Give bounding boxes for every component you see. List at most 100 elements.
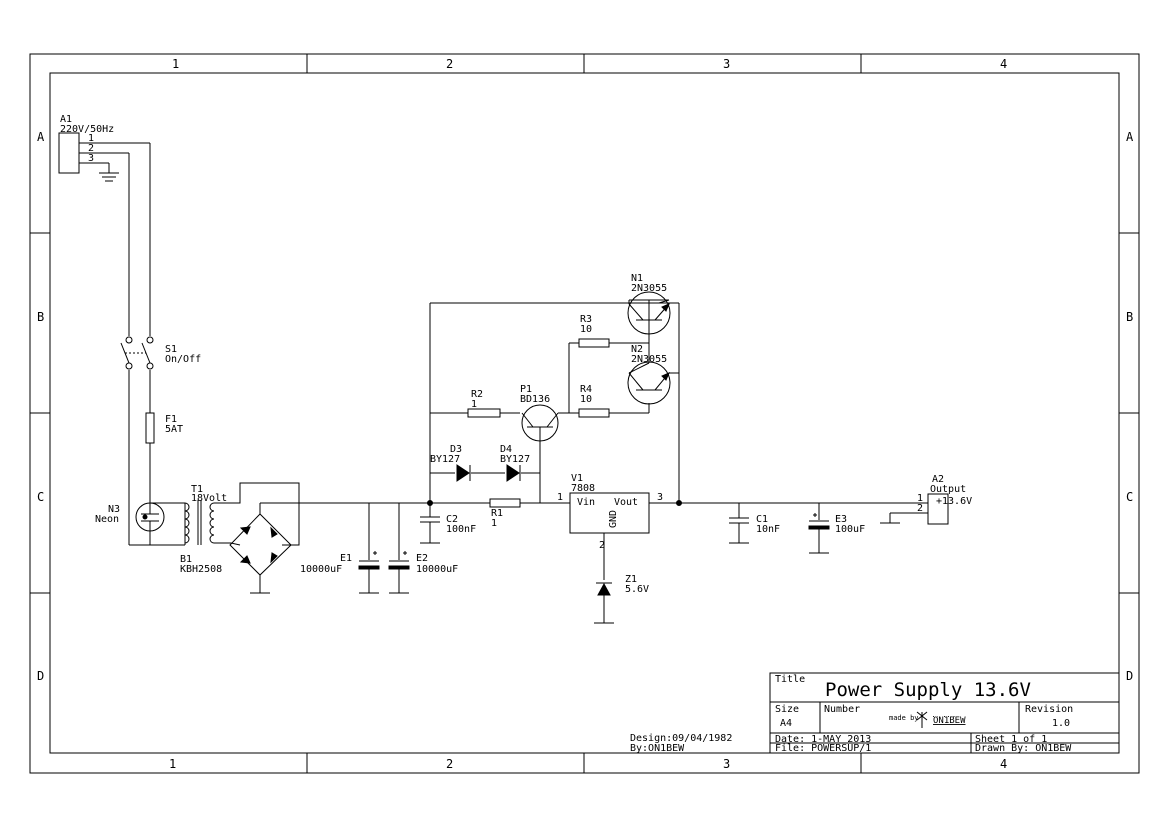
- b1-value: KBH2508: [180, 564, 222, 575]
- a2-ref: A2: [932, 474, 944, 485]
- a1-ref: A1: [60, 114, 72, 125]
- revision-label: Revision: [1025, 704, 1073, 715]
- e2-ref: E2: [416, 553, 428, 564]
- transistor-p1: [521, 404, 559, 442]
- a1-pin-2: 2: [88, 143, 94, 154]
- r4-ref: R4: [580, 384, 592, 395]
- r1-ref: R1: [491, 508, 503, 519]
- d4-ref: D4: [500, 444, 512, 455]
- v1-pin-in: Vin: [577, 497, 595, 508]
- r1-value: 1: [491, 518, 497, 529]
- regulator-v1: [569, 492, 928, 580]
- r4-value: 10: [580, 394, 592, 405]
- r3-value: 10: [580, 324, 592, 335]
- logo-text: ON1BEW: [933, 716, 966, 726]
- drawn-by-field: Drawn By: ON1BEW: [975, 743, 1072, 754]
- c2-ref: C2: [446, 514, 458, 525]
- n2-value: 2N3055: [631, 354, 667, 365]
- date-field: Date: 1-MAY 2013: [775, 734, 871, 745]
- title-block: [769, 672, 1120, 754]
- a1-pin-1: 1: [88, 133, 94, 144]
- row-label-b-right: B: [1126, 310, 1133, 324]
- main-rail: [260, 500, 570, 506]
- capacitor-c2: [420, 503, 440, 544]
- r2-value: 1: [471, 399, 477, 410]
- upper-network: [429, 299, 680, 503]
- diode-d3: [456, 464, 471, 482]
- made-by-text: made by: [889, 714, 919, 722]
- resistor-r3: [578, 338, 610, 348]
- v1-pin-2: 2: [599, 540, 605, 551]
- e1-value: 10000uF: [300, 564, 342, 575]
- row-label-a-left: A: [37, 130, 45, 144]
- v1-ref: V1: [571, 473, 583, 484]
- column-label-3-bottom: 3: [723, 757, 730, 771]
- column-label-1-bottom: 1: [169, 757, 176, 771]
- v1-pin-out: Vout: [614, 497, 638, 508]
- capacitor-e2: [388, 503, 410, 594]
- antenna-logo-icon: [916, 711, 928, 728]
- a1-pin-3: 3: [88, 153, 94, 164]
- a1-value: 220V/50Hz: [60, 124, 114, 135]
- size-label: Size: [775, 704, 799, 715]
- capacitor-e3: [808, 503, 830, 554]
- a2-value: Output: [930, 484, 966, 495]
- capacitor-c1: [729, 503, 749, 544]
- switch-s1: [120, 336, 154, 370]
- drawing-title: Power Supply 13.6V: [825, 679, 1031, 701]
- d4-value: BY127: [500, 454, 530, 465]
- r3-ref: R3: [580, 314, 592, 325]
- n1-ref: N1: [631, 273, 643, 284]
- v1-value: 7808: [571, 483, 595, 494]
- output-connector-a2: [880, 493, 949, 525]
- v1-pin-gnd: GND: [608, 510, 619, 528]
- c1-value: 10nF: [756, 524, 780, 535]
- column-label-3-top: 3: [723, 57, 730, 71]
- column-label-2-top: 2: [446, 57, 453, 71]
- neon-lamp-n3: [135, 502, 185, 546]
- c1-ref: C1: [756, 514, 768, 525]
- design-date: Design:09/04/1982: [630, 733, 732, 744]
- resistor-r2: [467, 408, 501, 418]
- s1-value: On/Off: [165, 354, 201, 365]
- mains-connector-a1: [58, 132, 150, 182]
- a2-pin-label: +13.6V: [936, 496, 972, 507]
- drawing-frame: [29, 53, 1140, 774]
- diode-d4: [506, 464, 521, 482]
- design-author: By:ON1BEW: [630, 743, 685, 754]
- transistor-n2: [627, 361, 671, 405]
- column-label-2-bottom: 2: [446, 757, 453, 771]
- transistor-n1: [627, 291, 671, 335]
- p1-ref: P1: [520, 384, 532, 395]
- number-label: Number: [824, 704, 860, 715]
- a2-pin-2: 2: [917, 503, 923, 514]
- c2-value: 100nF: [446, 524, 476, 535]
- transformer-t1: [184, 482, 300, 546]
- e3-ref: E3: [835, 514, 847, 525]
- row-label-c-right: C: [1126, 490, 1133, 504]
- d3-ref: D3: [450, 444, 462, 455]
- capacitor-e1: [358, 503, 380, 594]
- column-label-1-top: 1: [172, 57, 179, 71]
- column-label-4-top: 4: [1000, 57, 1007, 71]
- row-label-d-left: D: [37, 669, 44, 683]
- column-label-4-bottom: 4: [1000, 757, 1007, 771]
- mains-wires: [128, 143, 151, 546]
- bridge-rectifier-b1: [229, 503, 292, 594]
- b1-ref: B1: [180, 554, 192, 565]
- n3-ref: N3: [108, 504, 120, 515]
- size-value: A4: [780, 718, 792, 729]
- resistor-r4: [578, 408, 610, 418]
- z1-value: 5.6V: [625, 584, 649, 595]
- title-label: Title: [775, 674, 805, 685]
- sheet-field: Sheet 1 of 1: [975, 734, 1047, 745]
- t1-ref: T1: [191, 484, 203, 495]
- v1-pin-3: 3: [657, 492, 663, 503]
- v1-pin-1: 1: [557, 492, 563, 503]
- p1-value: BD136: [520, 394, 550, 405]
- row-label-b-left: B: [37, 310, 44, 324]
- t1-value: 18Volt: [191, 493, 227, 504]
- f1-value: 5AT: [165, 424, 183, 435]
- z1-ref: Z1: [625, 574, 637, 585]
